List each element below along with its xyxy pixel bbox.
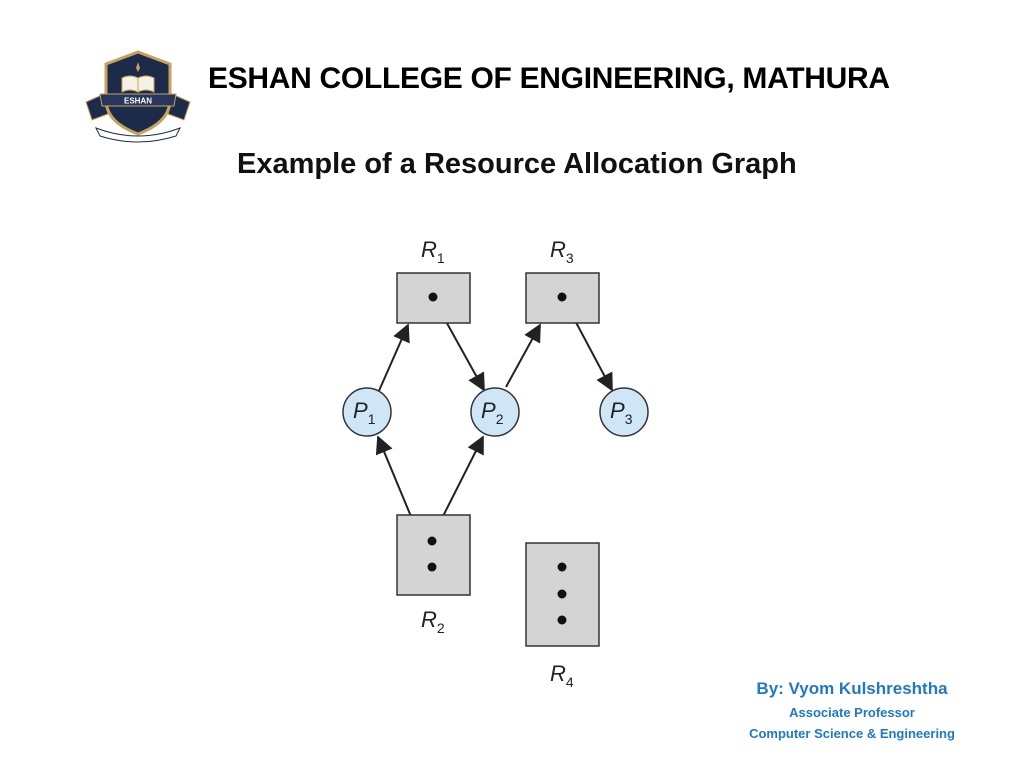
college-name: ESHAN COLLEGE OF ENGINEERING, MATHURA: [208, 62, 890, 95]
svg-text:R3: R3: [550, 237, 574, 266]
page-title: Example of a Resource Allocation Graph: [237, 148, 797, 180]
instance-dot: [427, 562, 437, 572]
resource-allocation-graph: R1 R3 P1 P2 P3 R2 R4: [342, 237, 649, 690]
book-crest-icon: [121, 62, 155, 93]
process-p3: P3: [599, 387, 649, 437]
process-p2: P2: [470, 387, 520, 437]
svg-text:R2: R2: [421, 607, 445, 636]
resource-subscript: 4: [566, 674, 574, 690]
process-p1: P1: [342, 387, 392, 437]
instance-dot: [557, 292, 567, 302]
resource-label: R: [550, 661, 566, 686]
resource-r1: R1: [396, 237, 471, 324]
process-label: P: [353, 398, 368, 423]
college-logo: ESHAN: [85, 50, 191, 143]
instance-dot: [557, 589, 567, 599]
author-department: Computer Science & Engineering: [749, 726, 955, 741]
resource-label: R: [550, 237, 566, 262]
resource-subscript: 3: [566, 250, 574, 266]
resource-subscript: 1: [437, 250, 445, 266]
svg-text:P2: P2: [481, 398, 504, 427]
edge-p1-r1: [377, 323, 410, 394]
svg-text:P3: P3: [610, 398, 633, 427]
author-block: By: Vyom Kulshreshtha Associate Professo…: [722, 676, 982, 744]
instance-dot: [557, 562, 567, 572]
svg-text:R1: R1: [421, 237, 445, 266]
process-label: P: [481, 398, 496, 423]
resource-r2: R2: [396, 514, 471, 636]
resource-r3: R3: [525, 237, 600, 324]
logo-name: ESHAN: [124, 97, 152, 106]
process-subscript: 3: [625, 411, 633, 427]
svg-text:R4: R4: [550, 661, 574, 690]
svg-text:P1: P1: [353, 398, 376, 427]
resource-label: R: [421, 607, 437, 632]
resource-r4: R4: [525, 542, 600, 690]
instance-dot: [428, 292, 438, 302]
author-role: Associate Professor: [789, 705, 915, 720]
author-name: By: Vyom Kulshreshtha: [756, 679, 948, 698]
instance-dot: [557, 615, 567, 625]
edge-p2-r3: [505, 323, 541, 388]
process-label: P: [610, 398, 625, 423]
instance-dot: [427, 536, 437, 546]
process-subscript: 1: [368, 411, 376, 427]
process-subscript: 2: [496, 411, 504, 427]
resource-label: R: [421, 237, 437, 262]
resource-subscript: 2: [437, 620, 445, 636]
